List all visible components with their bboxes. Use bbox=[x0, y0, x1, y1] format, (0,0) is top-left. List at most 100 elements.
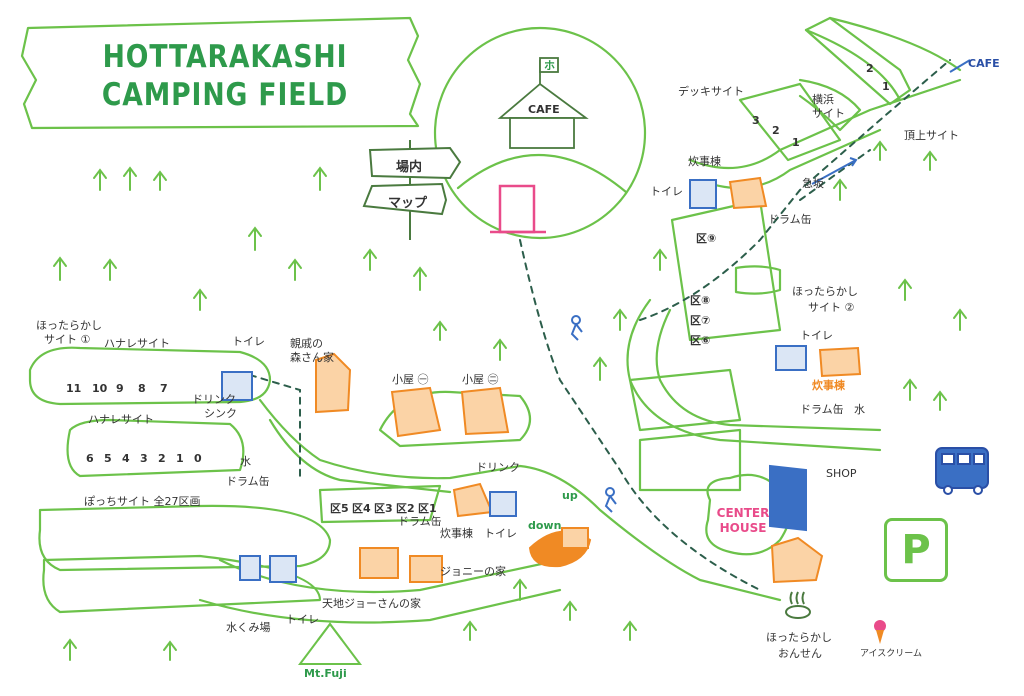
toilet-left-label: トイレ bbox=[232, 335, 265, 348]
hanare-lower-slot: 2 bbox=[158, 452, 166, 465]
hottarakashi-site-1-label-a: ほったらかし bbox=[36, 319, 102, 332]
center-house-line-1: CENTER bbox=[716, 506, 770, 520]
relatives-house-label-2: 森さん家 bbox=[290, 351, 334, 364]
center-house-line-2: HOUSE bbox=[719, 521, 767, 535]
signpost bbox=[362, 140, 462, 240]
relatives-house-label-1: 親戚の bbox=[290, 337, 323, 350]
water-source-building-icon bbox=[239, 555, 261, 581]
trees bbox=[53, 140, 967, 661]
cafe-label: CAFE bbox=[528, 103, 560, 116]
hanare-lower-slot: 1 bbox=[176, 452, 184, 465]
hiker-icon-1 bbox=[570, 315, 583, 341]
parking-sign[interactable]: P bbox=[884, 518, 948, 582]
hottarakashi-site-1-label-b: サイト ① bbox=[44, 333, 91, 346]
hanare-upper-slot: 8 bbox=[138, 382, 146, 395]
cooking-center-label: 炊事棟 bbox=[440, 527, 473, 540]
cooking-center-icon bbox=[452, 482, 494, 518]
cafe-bubble-outline bbox=[433, 26, 647, 240]
hanare-site-upper-label: ハナレサイト bbox=[104, 337, 170, 350]
drum-can-center-label: ドラム缶 bbox=[398, 515, 442, 528]
orange-buildings bbox=[315, 176, 862, 584]
hanare-lower-outline bbox=[66, 418, 245, 478]
hut-b-label: 小屋 ㊁ bbox=[462, 373, 499, 386]
ku-slot: 区⑨ bbox=[696, 232, 717, 245]
hot-spring-label-2: おんせん bbox=[778, 647, 822, 660]
deck-slot: 1 bbox=[792, 136, 800, 149]
toilet-bottom-label: トイレ bbox=[286, 613, 319, 626]
cooking-top-label: 炊事棟 bbox=[688, 155, 721, 168]
hut-a-label: 小屋 ㊀ bbox=[392, 373, 429, 386]
sink-left-label: シンク bbox=[204, 407, 237, 420]
map-title: HOTTARAKASHI CAMPING FIELD bbox=[83, 38, 367, 114]
title-line-2: CAMPING FIELD bbox=[101, 77, 349, 113]
hut-a-icon bbox=[390, 386, 442, 438]
hanare-lower-slot: 6 bbox=[86, 452, 94, 465]
deck-site-outline bbox=[738, 82, 842, 162]
center-house-label[interactable]: CENTER HOUSE bbox=[710, 506, 776, 536]
center-slot: 区4 bbox=[352, 502, 371, 515]
signpost-upper-label: 場内 bbox=[396, 160, 423, 175]
steep-slope-arrow-icon bbox=[811, 159, 857, 185]
hanare-lower-slot: 5 bbox=[104, 452, 112, 465]
drum-can-top-label: ドラム缶 bbox=[768, 213, 812, 226]
cafe-building-icon bbox=[497, 57, 589, 149]
shop-building-icon bbox=[769, 464, 807, 532]
hottarakashi-site-2-label-a: ほったらかし bbox=[792, 285, 858, 298]
small-house-icon bbox=[561, 527, 589, 549]
johnny-house-icon bbox=[409, 555, 443, 583]
deck-slot: 3 bbox=[752, 114, 760, 127]
toilet-left-icon bbox=[221, 371, 253, 401]
hanare-lower-slot: 3 bbox=[140, 452, 148, 465]
amachi-house-label: 天地ジョーさんの家 bbox=[322, 597, 421, 610]
toilet-bottom-building-icon bbox=[269, 555, 297, 583]
up-label: up bbox=[562, 489, 578, 502]
hot-spring-label-1: ほったらかし bbox=[766, 631, 832, 644]
deck-slot: 2 bbox=[772, 124, 780, 137]
hanare-upper-slot: 11 bbox=[66, 382, 82, 395]
summit-slot: 2 bbox=[866, 62, 874, 75]
cooking-right-label: 炊事棟 bbox=[812, 379, 845, 392]
amachi-house-icon bbox=[359, 547, 399, 579]
johnny-house-label: ジョニーの家 bbox=[440, 565, 506, 578]
drink-left-label: ドリンク bbox=[192, 393, 236, 406]
bus-icon bbox=[935, 447, 989, 495]
mt-fuji-label: Mt.Fuji bbox=[304, 667, 347, 680]
hanare-upper-slot: 7 bbox=[160, 382, 168, 395]
hanare-site-lower-label: ハナレサイト bbox=[88, 413, 154, 426]
yokohama-site-label-2: サイト bbox=[812, 107, 845, 120]
hot-spring-icon bbox=[785, 591, 811, 619]
cooking-top-icon bbox=[728, 176, 768, 210]
toilet-right-icon bbox=[775, 345, 807, 371]
toilet-center-icon bbox=[489, 491, 517, 517]
summit-site-outline bbox=[804, 16, 912, 106]
yokohama-site-outline bbox=[798, 78, 862, 132]
cafe-exit-arrow-icon bbox=[949, 59, 971, 73]
hanare-lower-slot: 0 bbox=[194, 452, 202, 465]
hanare-upper-outline bbox=[28, 346, 272, 406]
shop-label: SHOP bbox=[826, 467, 857, 480]
hottarakashi-site-2-outline bbox=[734, 265, 782, 295]
ku-slot: 区⑥ bbox=[690, 334, 711, 347]
cafe-flag-label: ホ bbox=[544, 59, 555, 72]
ku-slot: 区⑧ bbox=[690, 294, 711, 307]
drum-can-left-label: ドラム缶 bbox=[226, 475, 270, 488]
yokohama-site-label-1: 横浜 bbox=[812, 93, 834, 106]
hottarakashi-site-2-label-b: サイト ② bbox=[808, 301, 855, 314]
toilet-top-icon bbox=[689, 179, 717, 209]
door-icon bbox=[490, 184, 546, 234]
drum-can-right-label: ドラム缶 bbox=[800, 403, 844, 416]
hanare-upper-slot: 10 bbox=[92, 382, 108, 395]
cafe-exit-label: CAFE bbox=[968, 57, 1000, 70]
center-slots-outline bbox=[318, 484, 442, 524]
toilet-center-label: トイレ bbox=[484, 527, 517, 540]
summit-site-label: 頂上サイト bbox=[904, 129, 959, 142]
hiker-icon-2 bbox=[604, 487, 617, 513]
water-source-label: 水くみ場 bbox=[226, 621, 271, 634]
ice-cream-label: アイスクリーム bbox=[860, 649, 923, 659]
center-slot: 区3 bbox=[374, 502, 393, 515]
toilet-top-label: トイレ bbox=[650, 185, 683, 198]
pocchi-outline-1 bbox=[38, 504, 332, 572]
signpost-lower-label: マップ bbox=[388, 196, 428, 211]
